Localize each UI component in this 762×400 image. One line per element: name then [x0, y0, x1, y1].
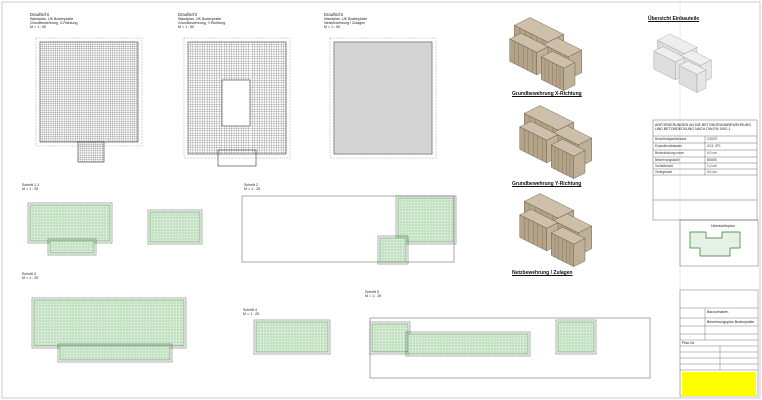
notes-row-label: Verlegemaß [655, 170, 673, 174]
notes-row-value: 4,0 cm [707, 151, 717, 155]
plan-view-x [35, 37, 143, 163]
section-2-scale: M = 1 : 25 [244, 187, 261, 191]
notes-row-value: 1,0 cm [707, 164, 717, 168]
plan-view-x-line-2: Grundbewehrung, X-Richtung [30, 21, 78, 25]
section-1-scale: M = 1 : 25 [22, 187, 39, 191]
section-3-title: Schnitt 3 [22, 272, 36, 276]
plan-view-x-scale: M = 1 : 50 [30, 25, 47, 29]
section-outline-2 [241, 195, 455, 263]
notes-row-value: C30/37 [707, 137, 718, 141]
plan-view-x-rebar-grid [40, 42, 138, 162]
section-2-title: Schnitt 2 [244, 183, 258, 187]
plan-view-supplementary-line-2: Netzbewehrung / Zulagen [324, 21, 366, 25]
label-base-reinforcement-x: Grundbewehrung X-Richtung [512, 91, 582, 97]
plan-view-supplementary [329, 37, 437, 159]
plan-view-y-title: Draufsicht [178, 12, 197, 17]
plan-view-supplementary-scale: M = 1 : 50 [324, 25, 341, 29]
plan-view-x-line-1: Wandplan, UK Bodenplatte [30, 17, 74, 21]
notes-row-label: Expositionsklassen [655, 144, 683, 148]
notes-row-value: XC4, XF1 [707, 144, 721, 148]
plan-view-y-rebar-grid [188, 42, 287, 154]
plan-view-y [183, 37, 291, 167]
section-outline-5 [369, 317, 651, 379]
notes-row-value: 3,0 cm [707, 170, 717, 174]
notes-row-label: Vorhaltemaß [655, 164, 674, 168]
section-4-title: Schnitt 4 [243, 308, 257, 312]
title-block-project: Bauvorhaben [707, 310, 729, 314]
approval-stamp-field [682, 372, 756, 396]
title-block-drawing: Bewehrungsplan Bodenplatte [707, 320, 754, 324]
plan-view-supplementary-title: Draufsicht [324, 12, 343, 17]
label-mesh-reinforcement: Netzbewehrung / Zulagen [512, 270, 573, 276]
section-4-scale: M = 1 : 25 [243, 312, 260, 316]
section-3-scale: M = 1 : 25 [22, 276, 39, 280]
title-block [679, 289, 759, 397]
plan-view-y-scale: M = 1 : 50 [178, 25, 195, 29]
section-drawings [27, 195, 597, 363]
plan-view-y-line-1: Wandplan, UK Bodenplatte [178, 17, 222, 21]
plan-view-supplementary-line-1: Wandplan, UK Bodenplatte [324, 17, 368, 21]
notes-row-label: Betonfestigkeitsklasse [655, 137, 687, 141]
label-overview-embedded-parts: Übersicht Einbauteile [648, 16, 700, 22]
key-plan-label: Übersichtsplan [711, 224, 735, 228]
title-block-plan-no: Plan-Nr. [682, 341, 695, 345]
notes-row-value: B500B [707, 158, 717, 162]
plan-view-x-title: Draufsicht [30, 12, 49, 17]
plan-view-y-line-2: Grundbewehrung, Y-Richtung [178, 21, 226, 25]
section-1-title: Schnitt 1-1 [22, 183, 40, 187]
rebar-3d-models [509, 17, 712, 267]
section-5-scale: M = 1 : 25 [365, 294, 382, 298]
key-plan [679, 219, 759, 267]
notes-box [652, 119, 758, 221]
plan-view-supplementary-rebar-grid [334, 42, 432, 154]
notes-row-label: Betondeckung cnom [655, 151, 685, 155]
notes-heading: ANFORDERUNGEN AN DIE BETONGRUNDBEWEHRUNG… [655, 123, 752, 131]
notes-row-label: Bewehrungsstahl [655, 158, 680, 162]
label-base-reinforcement-y: Grundbewehrung Y-Richtung [512, 181, 582, 187]
section-5-title: Schnitt 5 [365, 290, 379, 294]
